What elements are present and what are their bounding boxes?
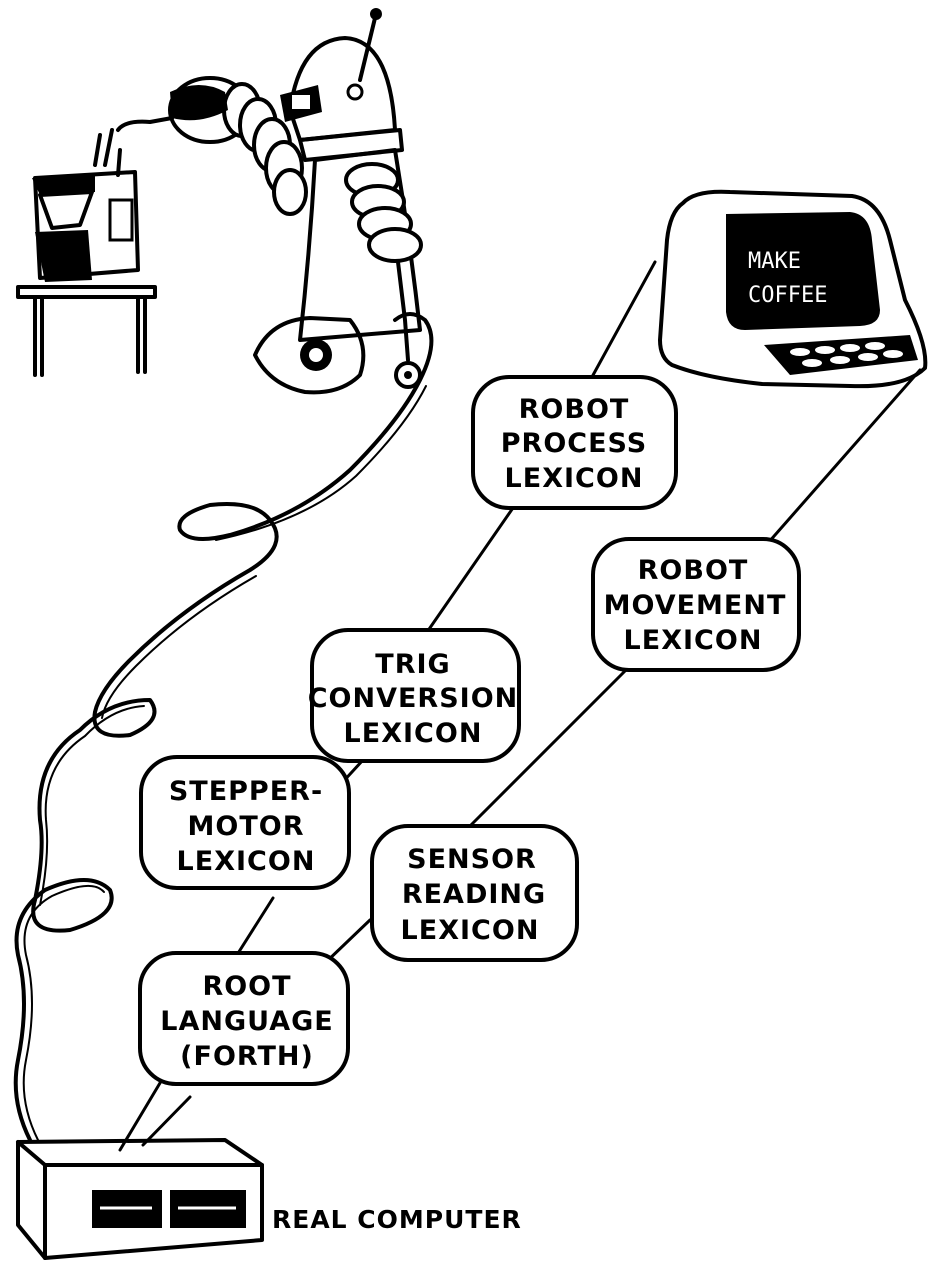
node-label-line: (FORTH) xyxy=(180,1041,314,1072)
terminal-icon: MAKE COFFEE xyxy=(658,189,928,389)
node-label-line: SENSOR xyxy=(407,844,537,875)
robot-icon xyxy=(116,8,423,395)
terminal-screen xyxy=(726,212,880,330)
node-label-line: ROBOT xyxy=(519,394,630,425)
node-stepper-motor-lexicon: STEPPER- MOTOR LEXICON xyxy=(139,755,351,890)
node-label-line: LEXICON xyxy=(624,625,763,656)
node-robot-movement-lexicon: ROBOT MOVEMENT LEXICON xyxy=(591,537,801,672)
node-root-language-forth: ROOT LANGUAGE (FORTH) xyxy=(138,951,350,1086)
connectors xyxy=(118,260,922,1152)
node-label-line: LANGUAGE xyxy=(160,1006,333,1037)
connector-terminal-movement xyxy=(766,368,922,545)
node-sensor-reading-lexicon: SENSOR READING LEXICON xyxy=(370,824,579,962)
computer-box-icon xyxy=(16,1138,264,1260)
computer-label: REAL COMPUTER xyxy=(272,1205,522,1234)
node-label-line: LEXICON xyxy=(505,463,644,494)
node-trig-conversion-lexicon: TRIG CONVERSION LEXICON xyxy=(308,628,521,763)
coffee-maker-icon xyxy=(16,128,157,377)
node-label-line: ROOT xyxy=(202,971,291,1002)
connector-process-trig xyxy=(423,503,517,637)
node-label-line: LEXICON xyxy=(344,718,483,749)
node-label-line: STEPPER- xyxy=(169,776,323,807)
node-label-line: MOVEMENT xyxy=(604,590,787,621)
node-label-line: MOTOR xyxy=(188,811,305,842)
connector-root-computer-a xyxy=(118,1081,162,1152)
node-label-line: PROCESS xyxy=(501,428,647,459)
connector-terminal-process xyxy=(590,260,657,379)
node-label-line: ROBOT xyxy=(638,555,749,586)
connector-stepper-root xyxy=(233,896,275,960)
terminal-screen-line: COFFEE xyxy=(748,283,827,308)
node-label-line: READING xyxy=(402,879,546,910)
cable-icon xyxy=(13,312,434,1142)
connector-root-computer-b xyxy=(141,1095,192,1147)
node-label-line: LEXICON xyxy=(177,846,316,877)
node-label-line: LEXICON xyxy=(401,915,540,946)
node-robot-process-lexicon: ROBOT PROCESS LEXICON xyxy=(471,375,678,510)
connector-movement-sensor xyxy=(468,666,630,828)
node-label-line: CONVERSION xyxy=(308,683,519,714)
terminal-screen-line: MAKE xyxy=(748,249,801,274)
node-label-line: TRIG xyxy=(375,649,450,680)
